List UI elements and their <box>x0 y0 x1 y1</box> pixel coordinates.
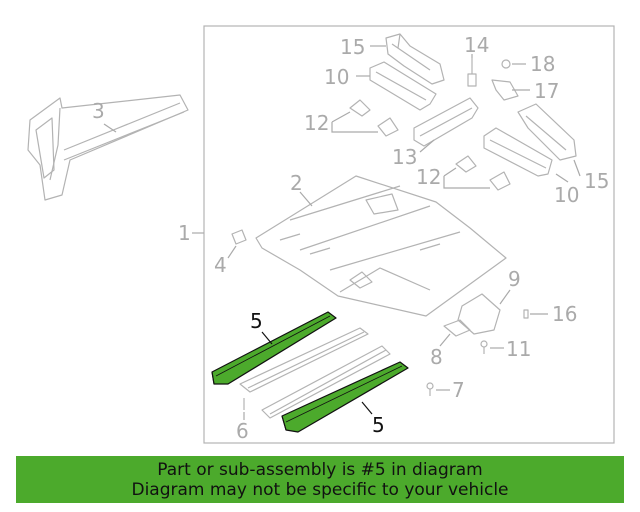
callout-18: 18 <box>530 52 555 76</box>
part-15-right-rail <box>517 103 577 161</box>
part-7-bolt <box>426 382 434 396</box>
part-14-bolt <box>467 58 477 87</box>
part-4-clip <box>231 229 247 245</box>
info-banner: Part or sub-assembly is #5 in diagram Di… <box>16 456 624 503</box>
callout-12-upper: 12 <box>304 111 329 135</box>
part-13-crossmember <box>413 97 479 147</box>
callout-1: 1 <box>178 221 191 245</box>
part-10-upper-member <box>369 61 437 111</box>
part-18-clip <box>501 59 511 69</box>
callout-labels: 1 2 3 4 5 5 6 7 8 9 10 10 11 12 12 13 14… <box>92 33 609 443</box>
part-12-lower-brackets <box>455 155 511 191</box>
part-16-clip <box>523 309 529 319</box>
leader-lines <box>103 45 581 420</box>
callout-8: 8 <box>430 345 443 369</box>
callout-17: 17 <box>534 79 559 103</box>
banner-line-2: Diagram may not be specific to your vehi… <box>131 480 509 500</box>
callout-16: 16 <box>552 302 577 326</box>
part-15-upper-rail <box>385 33 445 85</box>
callout-10-upper: 10 <box>324 65 349 89</box>
callout-12-lower: 12 <box>416 165 441 189</box>
part-2-floor-pan <box>255 175 507 317</box>
callout-3: 3 <box>92 99 105 123</box>
callout-15-upper: 15 <box>340 35 365 59</box>
banner-line-1: Part or sub-assembly is #5 in diagram <box>157 460 483 480</box>
part-6-inner-sill <box>239 327 391 419</box>
callout-4: 4 <box>214 253 227 277</box>
callout-15-right: 15 <box>584 169 609 193</box>
part-8-plate <box>443 319 471 337</box>
callout-6: 6 <box>236 419 249 443</box>
part-12-upper-brackets <box>349 99 399 137</box>
callout-11: 11 <box>506 337 531 361</box>
part-11-bolt <box>480 340 488 354</box>
callout-14: 14 <box>464 33 489 57</box>
callout-5-left: 5 <box>250 309 263 333</box>
callout-13: 13 <box>392 145 417 169</box>
callout-5-right: 5 <box>372 413 385 437</box>
callout-7: 7 <box>452 378 465 402</box>
callout-10-right: 10 <box>554 183 579 207</box>
part-17-bracket <box>491 79 519 101</box>
part-10-right-member <box>483 127 553 177</box>
parts-diagram: 1 2 3 4 5 5 6 7 8 9 10 10 11 12 12 13 14… <box>27 25 615 444</box>
assembly-frame <box>203 25 615 444</box>
part-9-bracket <box>457 293 501 335</box>
callout-9: 9 <box>508 267 521 291</box>
part-5-rocker-reinforcement-left <box>211 311 337 385</box>
part-3-side-panel <box>27 94 189 201</box>
part-5-rocker-reinforcement-right <box>281 361 409 433</box>
callout-2: 2 <box>290 171 303 195</box>
